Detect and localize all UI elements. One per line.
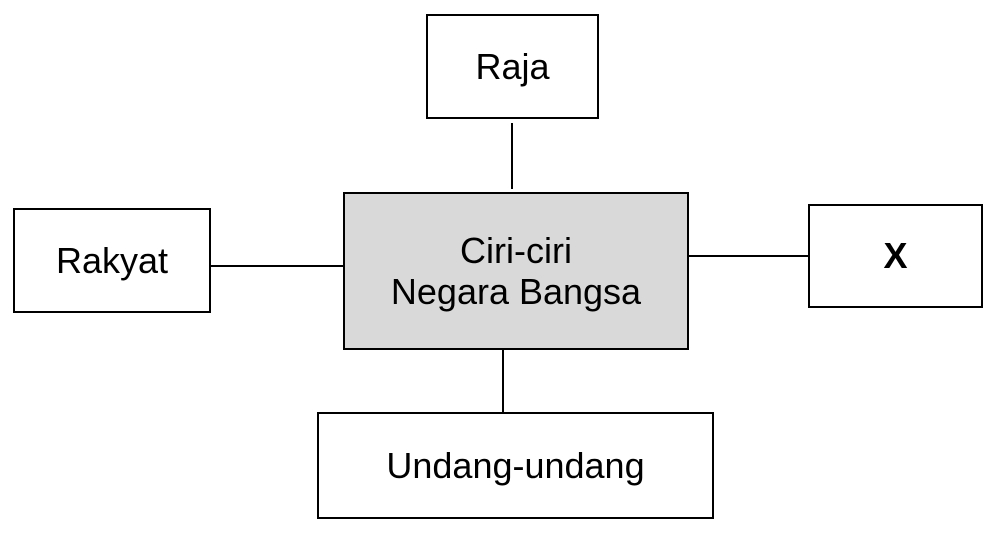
node-raja-label: Raja (475, 45, 550, 87)
connector-bottom (502, 345, 504, 414)
node-center: Ciri-ciri Negara Bangsa (343, 192, 689, 350)
node-undang-undang: Undang-undang (317, 412, 714, 519)
node-center-line2: Negara Bangsa (390, 271, 642, 312)
node-undang-undang-label: Undang-undang (386, 444, 645, 486)
connector-right (688, 255, 824, 257)
node-center-line1: Ciri-ciri (460, 229, 572, 271)
connector-left (211, 265, 345, 267)
node-x: X (808, 204, 983, 308)
node-x-label: X (883, 235, 908, 277)
node-rakyat-label: Rakyat (55, 239, 169, 281)
connector-top (511, 123, 513, 189)
node-raja: Raja (426, 14, 599, 119)
node-rakyat: Rakyat (13, 208, 211, 313)
